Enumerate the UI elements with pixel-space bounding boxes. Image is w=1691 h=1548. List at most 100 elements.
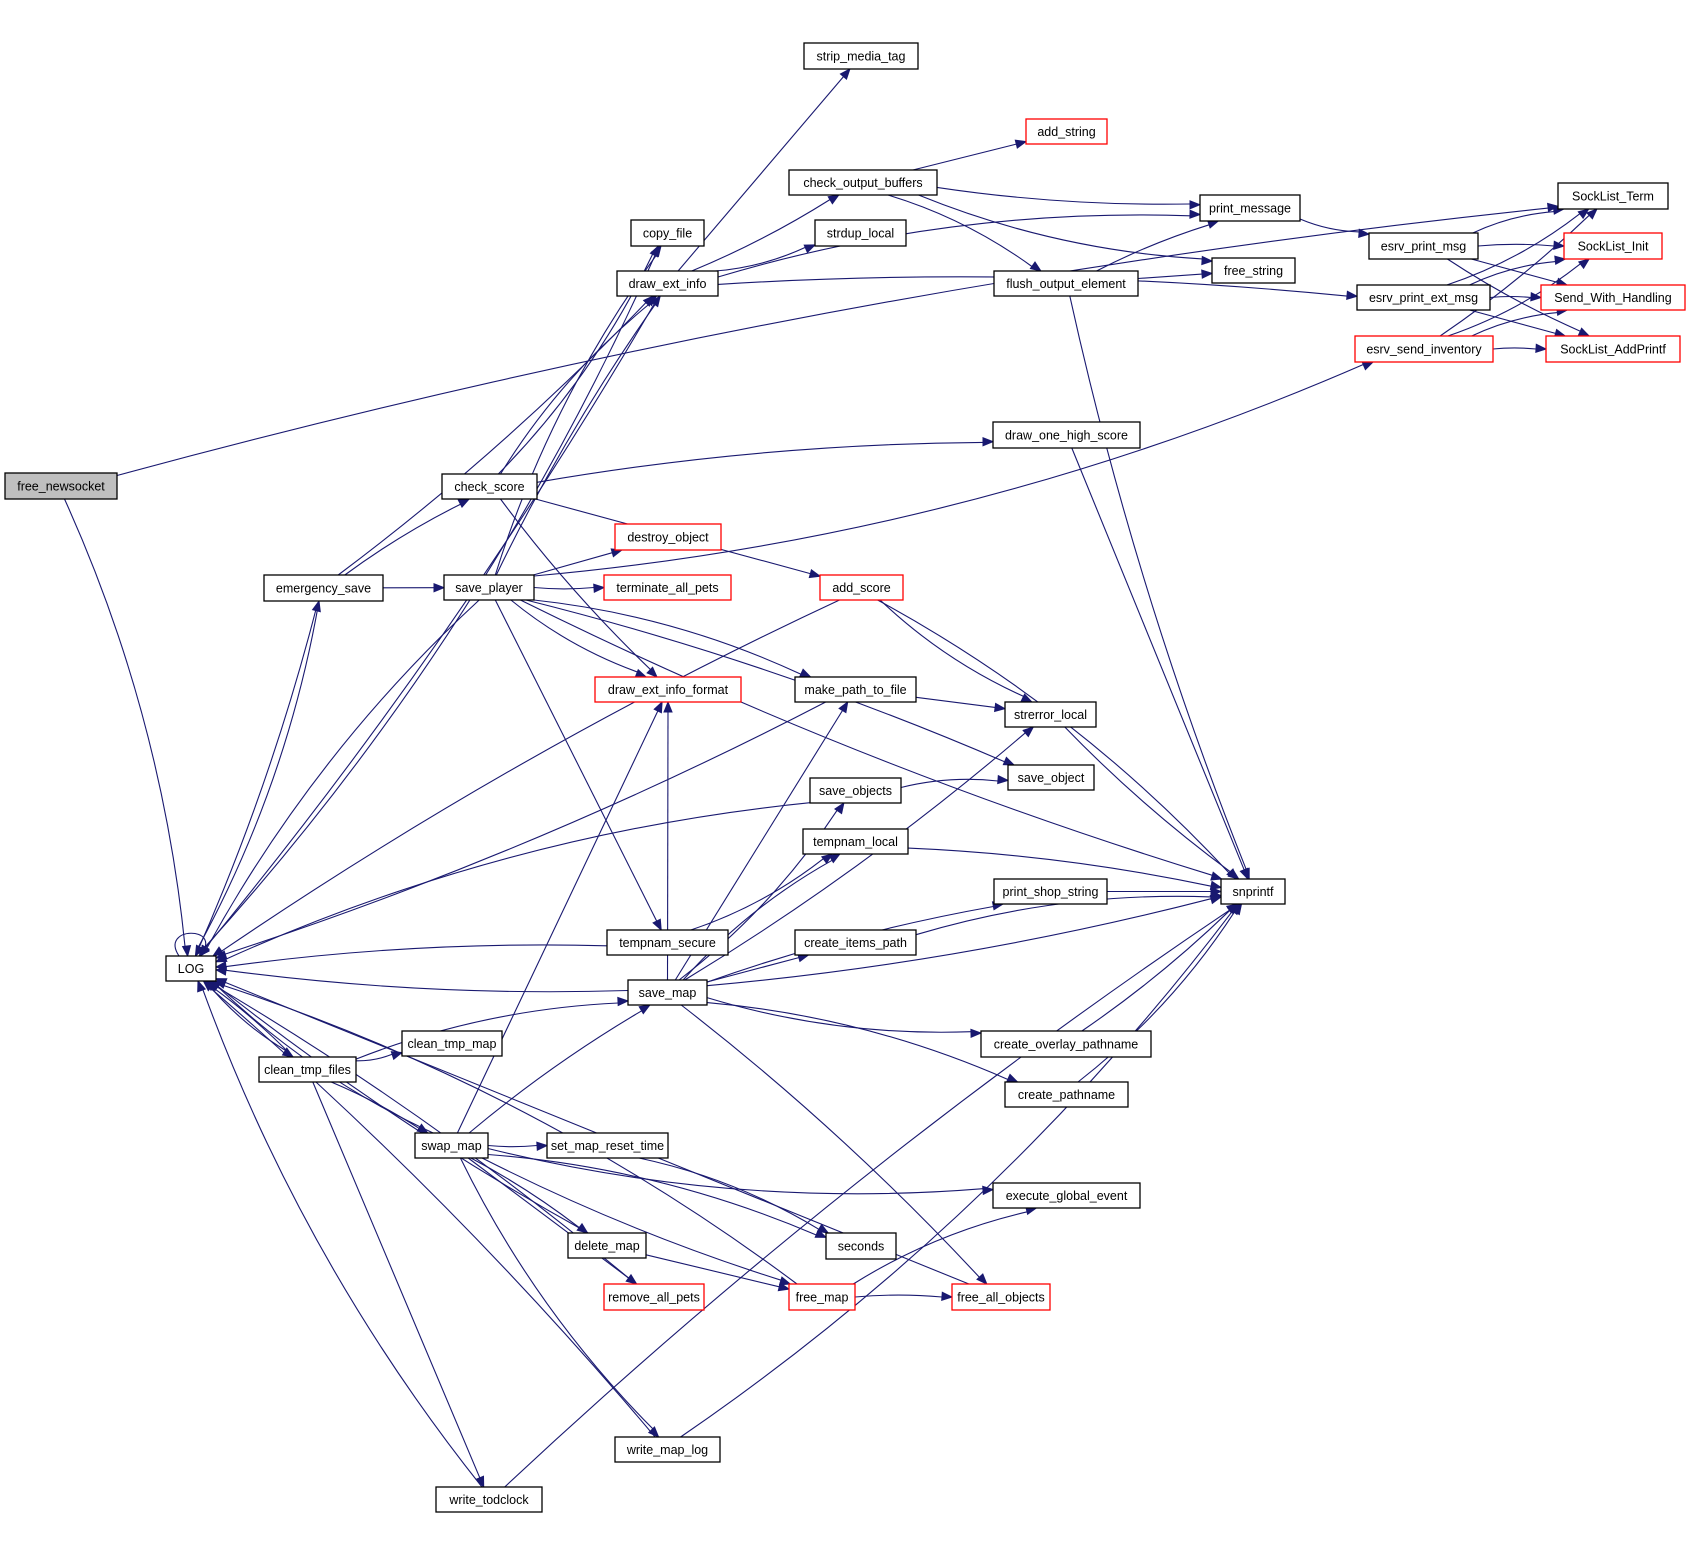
node-check-score[interactable]: check_score [441,473,538,500]
node-save-player[interactable]: save_player [443,574,535,601]
node-box[interactable] [1199,194,1301,222]
node-send-with-handling[interactable]: Send_With_Handling [1540,284,1686,311]
node-esrv-print-msg[interactable]: esrv_print_msg [1368,232,1479,260]
node-write-todclock[interactable]: write_todclock [435,1486,543,1513]
node-esrv-send-inventory[interactable]: esrv_send_inventory [1354,335,1494,363]
node-box[interactable] [627,979,708,1006]
node-box[interactable] [603,574,732,601]
node-strip-media-tag[interactable]: strip_media_tag [803,42,919,70]
node-box[interactable] [414,1132,489,1159]
node-free-all-objects[interactable]: free_all_objects [951,1283,1051,1311]
node-strerror-local[interactable]: strerror_local [1004,701,1097,728]
node-box[interactable] [1211,257,1296,284]
node-box[interactable] [594,676,742,703]
node-add-score[interactable]: add_score [819,574,904,601]
node-box[interactable] [992,1182,1141,1209]
node-box[interactable] [1368,232,1479,260]
node-clean-tmp-map[interactable]: clean_tmp_map [401,1030,503,1057]
node-socklist-term[interactable]: SockList_Term [1557,182,1669,210]
node-free-string[interactable]: free_string [1211,257,1296,284]
node-draw-one-high-score[interactable]: draw_one_high_score [992,421,1141,449]
node-box[interactable] [1354,335,1494,363]
node-box[interactable] [980,1030,1152,1058]
node-socklist-init[interactable]: SockList_Init [1563,232,1663,260]
node-save-objects[interactable]: save_objects [809,777,902,804]
node-strdup-local[interactable]: strdup_local [814,219,907,247]
node-box[interactable] [803,42,919,70]
node-tempnam-local[interactable]: tempnam_local [802,828,909,855]
node-box[interactable] [443,574,535,601]
node-box[interactable] [992,421,1141,449]
node-box[interactable] [788,1283,856,1311]
node-box[interactable] [4,472,118,500]
node-box[interactable] [1557,182,1669,210]
node-box[interactable] [603,1283,705,1311]
node-emergency-save[interactable]: emergency_save [263,574,384,602]
node-delete-map[interactable]: delete_map [567,1232,647,1259]
node-socklist-addprintf[interactable]: SockList_AddPrintf [1545,335,1681,363]
node-box[interactable] [809,777,902,804]
node-box[interactable] [1004,701,1097,728]
node-box[interactable] [1563,232,1663,260]
node-box[interactable] [614,523,722,551]
node-box[interactable] [165,955,217,982]
node-set-map-reset-time[interactable]: set_map_reset_time [546,1132,669,1159]
node-print-shop-string[interactable]: print_shop_string [993,878,1108,905]
node-terminate-all-pets[interactable]: terminate_all_pets [603,574,732,601]
node-destroy-object[interactable]: destroy_object [614,523,722,551]
node-create-pathname[interactable]: create_pathname [1004,1081,1129,1108]
node-box[interactable] [258,1056,357,1083]
node-save-object[interactable]: save_object [1007,764,1095,791]
node-box[interactable] [788,169,938,196]
node-box[interactable] [825,1232,897,1260]
node-flush-output-element[interactable]: flush_output_element [993,270,1139,297]
node-add-string[interactable]: add_string [1025,118,1108,145]
node-box[interactable] [1004,1081,1129,1108]
node-save-map[interactable]: save_map [627,979,708,1006]
node-box[interactable] [802,828,909,855]
node-log[interactable]: LOG [165,955,217,982]
node-print-message[interactable]: print_message [1199,194,1301,222]
node-seconds[interactable]: seconds [825,1232,897,1260]
node-box[interactable] [567,1232,647,1259]
node-draw-ext-info-format[interactable]: draw_ext_info_format [594,676,742,703]
node-write-map-log[interactable]: write_map_log [614,1436,721,1463]
node-esrv-print-ext-msg[interactable]: esrv_print_ext_msg [1356,284,1491,311]
node-tempnam-secure[interactable]: tempnam_secure [606,929,729,956]
node-swap-map[interactable]: swap_map [414,1132,489,1159]
node-execute-global-event[interactable]: execute_global_event [992,1182,1141,1209]
node-create-items-path[interactable]: create_items_path [794,929,917,956]
node-box[interactable] [951,1283,1051,1311]
node-snprintf[interactable]: snprintf [1220,878,1286,905]
node-box[interactable] [606,929,729,956]
node-box[interactable] [794,929,917,956]
node-box[interactable] [616,270,719,297]
node-box[interactable] [1356,284,1491,311]
node-remove-all-pets[interactable]: remove_all_pets [603,1283,705,1311]
node-box[interactable] [1540,284,1686,311]
node-draw-ext-info[interactable]: draw_ext_info [616,270,719,297]
node-check-output-buffers[interactable]: check_output_buffers [788,169,938,196]
node-box[interactable] [1025,118,1108,145]
node-box[interactable] [1545,335,1681,363]
node-copy-file[interactable]: copy_file [630,219,705,247]
node-clean-tmp-files[interactable]: clean_tmp_files [258,1056,357,1083]
node-box[interactable] [401,1030,503,1057]
node-box[interactable] [614,1436,721,1463]
node-box[interactable] [819,574,904,601]
node-make-path-to-file[interactable]: make_path_to_file [794,676,917,703]
node-free-newsocket[interactable]: free_newsocket [4,472,118,500]
node-box[interactable] [814,219,907,247]
node-box[interactable] [1220,878,1286,905]
node-box[interactable] [263,574,384,602]
node-box[interactable] [546,1132,669,1159]
node-box[interactable] [794,676,917,703]
node-box[interactable] [993,878,1108,905]
node-box[interactable] [1007,764,1095,791]
node-free-map[interactable]: free_map [788,1283,856,1311]
node-box[interactable] [435,1486,543,1513]
node-create-overlay-pathname[interactable]: create_overlay_pathname [980,1030,1152,1058]
node-box[interactable] [993,270,1139,297]
node-box[interactable] [630,219,705,247]
node-box[interactable] [441,473,538,500]
